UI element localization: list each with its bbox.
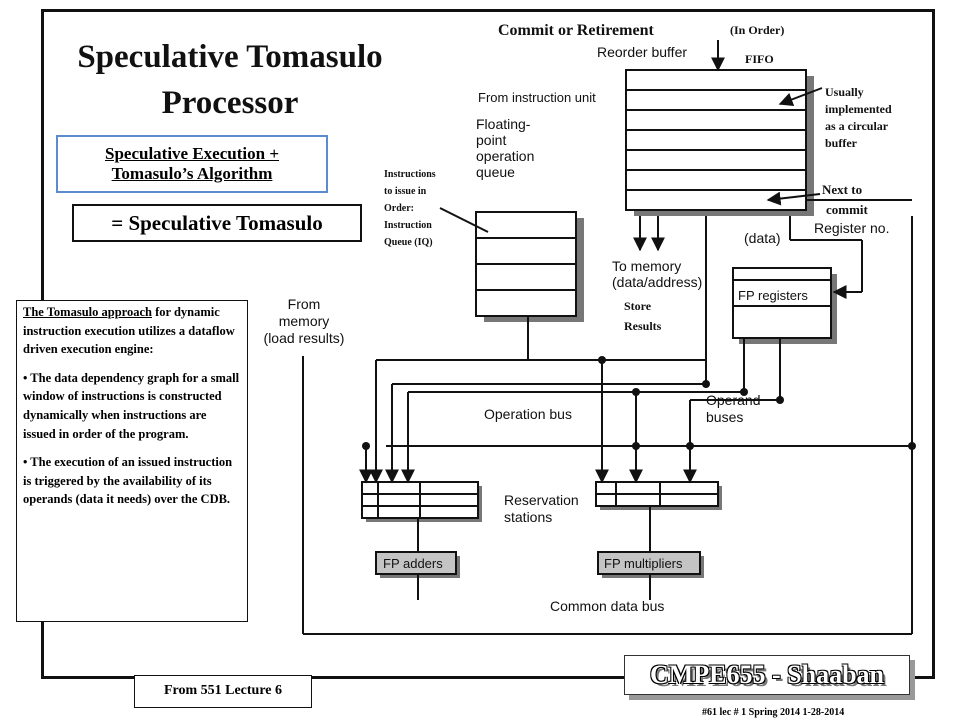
- equals-speculative-tomasulo: = Speculative Tomasulo: [72, 204, 362, 242]
- register-no-label: Register no.: [814, 220, 890, 236]
- from-instruction-unit-label: From instruction unit: [478, 90, 596, 105]
- fifo-label: FIFO: [745, 52, 774, 66]
- fp-registers-label: FP registers: [738, 288, 808, 303]
- slide-footer: #61 lec # 1 Spring 2014 1-28-2014: [702, 707, 845, 718]
- approach-bullet-1: • The data dependency graph for a small …: [23, 370, 240, 441]
- in-order-label: (In Order): [730, 23, 785, 37]
- fp-adders-label: FP adders: [383, 556, 443, 571]
- commit-label: Commit or Retirement: [498, 22, 654, 39]
- slide-title: Speculative Tomasulo Processor: [50, 34, 410, 126]
- fp-registers: [732, 267, 832, 339]
- fp-multipliers-label: FP multipliers: [604, 556, 683, 571]
- data-label: (data): [744, 230, 781, 246]
- course-brand: CMPE655 - Shaaban: [624, 655, 910, 695]
- approach-bullet-2: • The execution of an issued instruction…: [23, 455, 233, 507]
- title-line-2: Processor: [161, 85, 299, 121]
- common-data-bus-label: Common data bus: [550, 598, 665, 614]
- operation-bus-label: Operation bus: [484, 406, 572, 422]
- speculative-execution-box: Speculative Execution + Tomasulo’s Algor…: [56, 135, 328, 193]
- reorder-buffer-label: Reorder buffer: [597, 44, 688, 60]
- from-lecture-box: From 551 Lecture 6: [134, 675, 312, 708]
- spec-line-1: Speculative Execution +: [104, 144, 280, 163]
- spec-line-2: Tomasulo’s Algorithm: [111, 164, 273, 183]
- to-memory-label: To memory(data/address): [612, 258, 703, 290]
- approach-intro: The Tomasulo approach for dynamic instru…: [23, 305, 235, 357]
- tomasulo-approach-textbox: The Tomasulo approach for dynamic instru…: [16, 300, 248, 622]
- title-line-1: Speculative Tomasulo: [77, 39, 383, 75]
- fp-adders-unit: [375, 551, 457, 575]
- reorder-buffer: [625, 69, 807, 211]
